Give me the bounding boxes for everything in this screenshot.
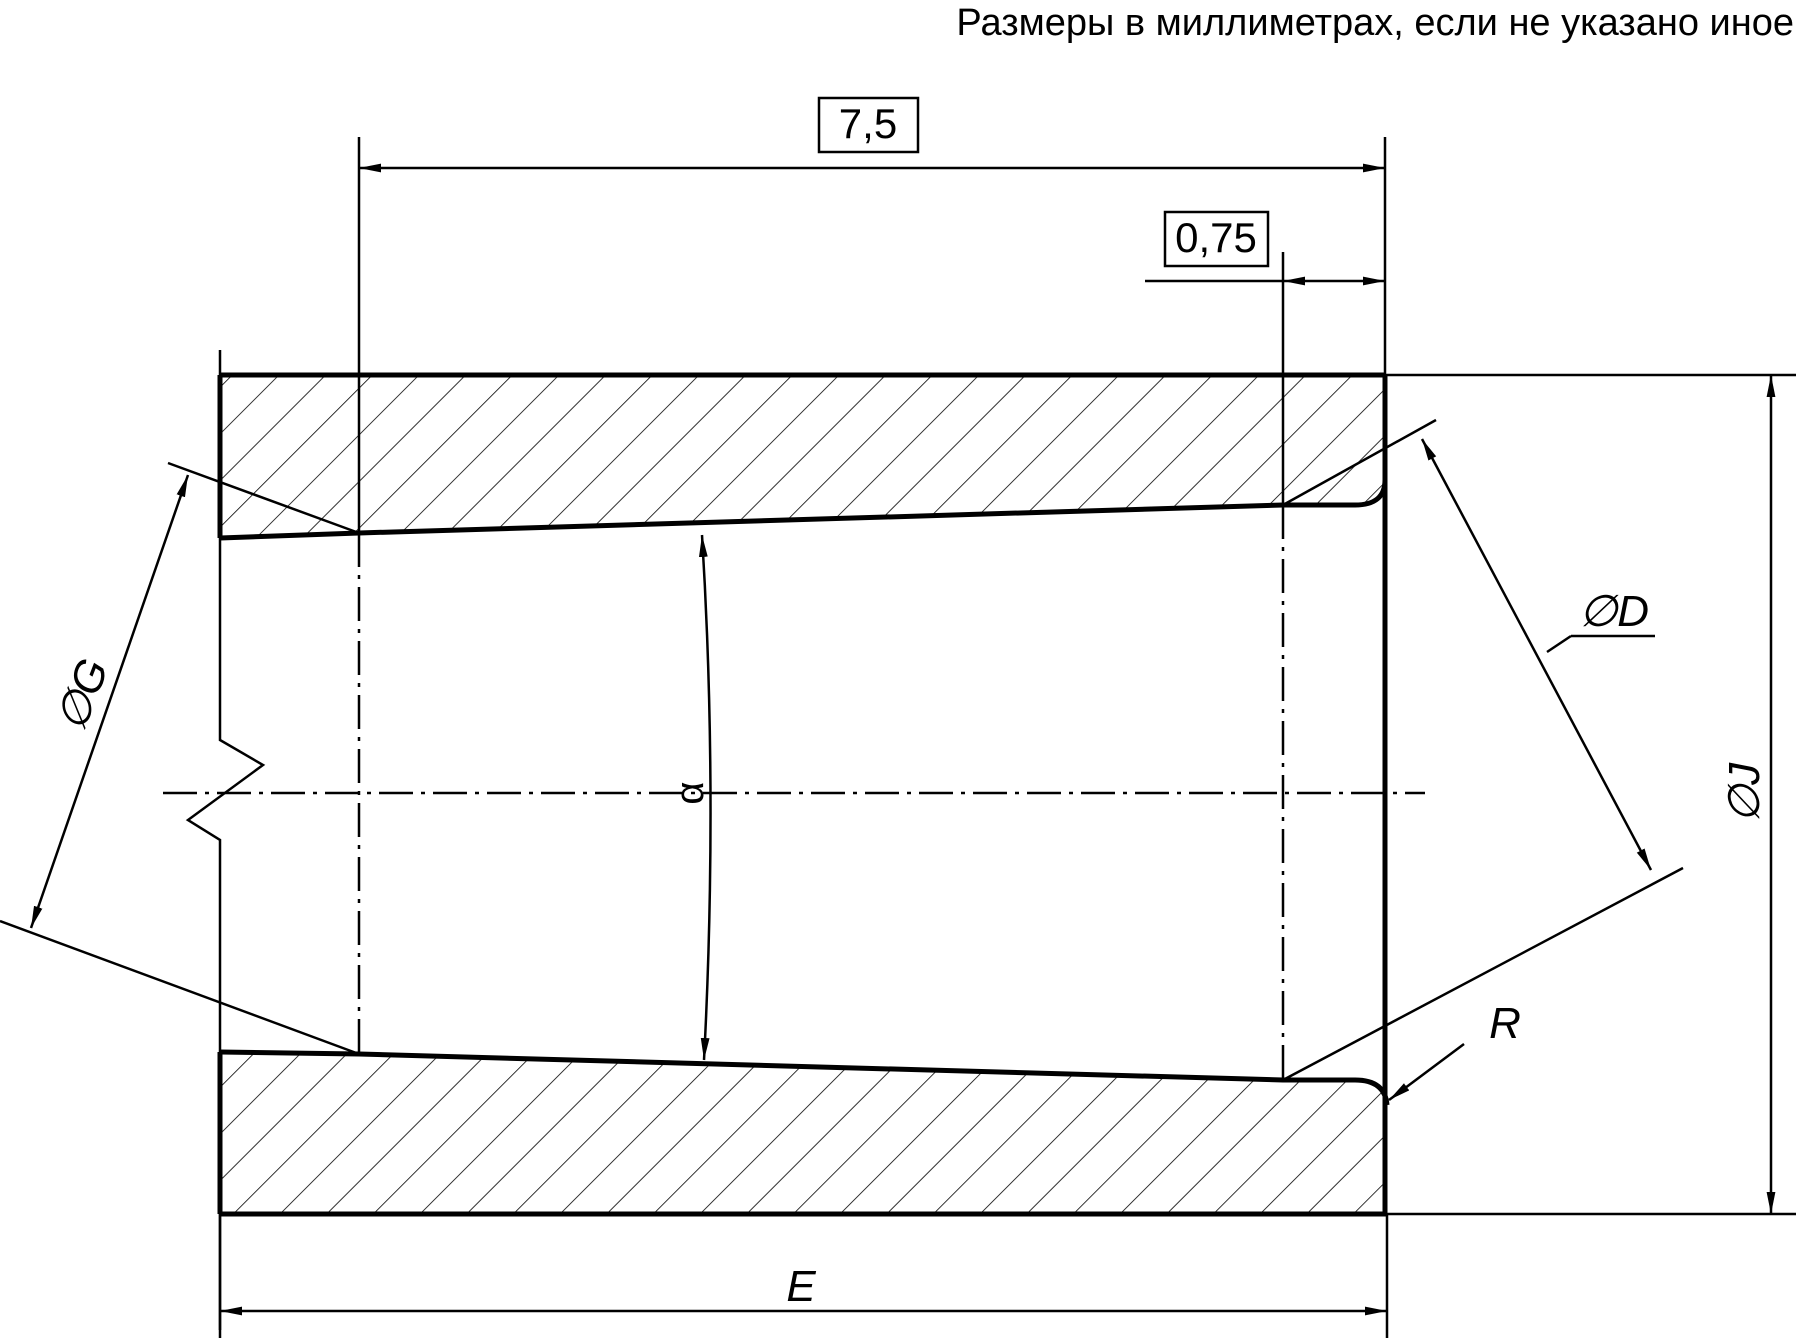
label-dia-g: ∅G (47, 652, 119, 737)
lower-wall-section (220, 1052, 1387, 1214)
dimension-0-75: 0,75 (1175, 214, 1257, 261)
dimension-7-5: 7,5 (839, 100, 897, 147)
label-dia-d: ∅D (1579, 587, 1649, 636)
extension-lines (0, 137, 1796, 1338)
dimension-box-7-5 (817, 96, 920, 154)
label-e: E (786, 1262, 816, 1311)
dimension-lines (29, 163, 1776, 1316)
center-lines (163, 505, 1425, 1080)
units-note: Размеры в миллиметрах, если не указано и… (956, 2, 1794, 44)
upper-wall-section (220, 375, 1385, 538)
dimension-box-0-75 (1163, 210, 1270, 268)
label-dia-j: ∅J (1720, 762, 1769, 823)
label-alpha: α (668, 781, 712, 804)
label-radius: R (1489, 999, 1521, 1048)
